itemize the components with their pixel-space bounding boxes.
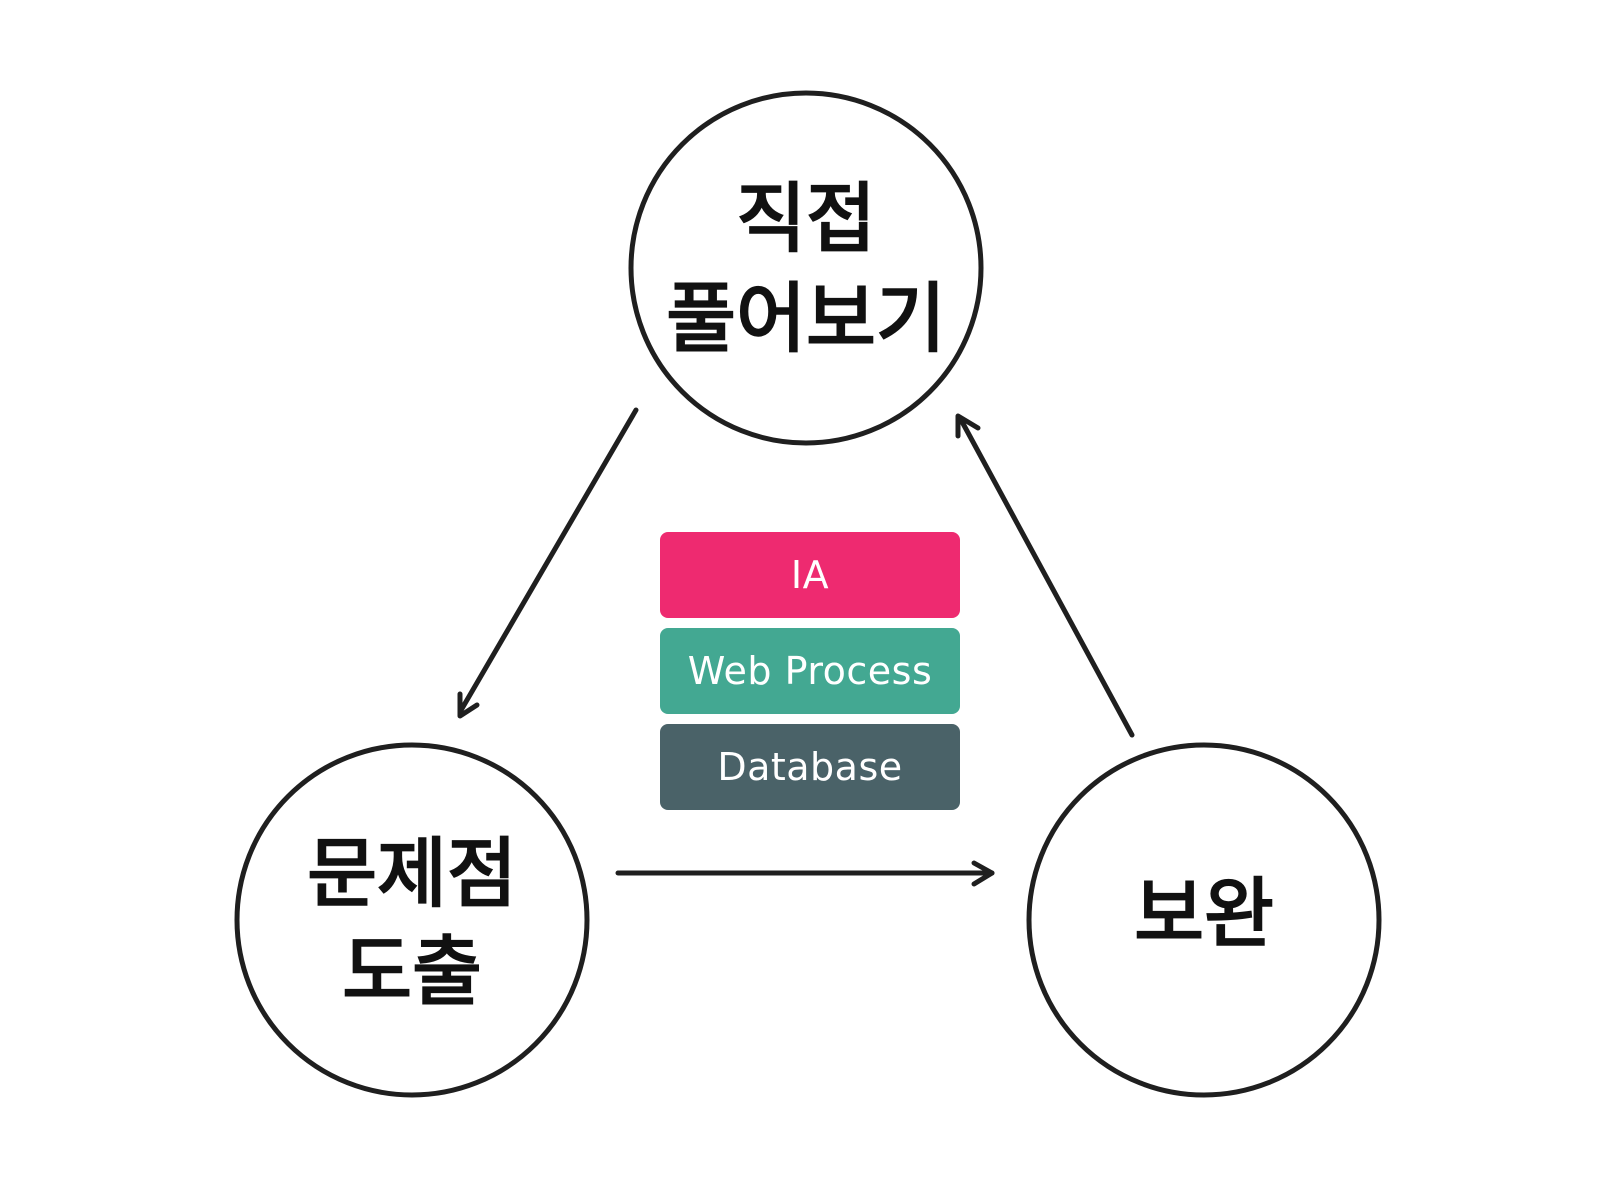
arrow-top-to-left bbox=[457, 407, 639, 719]
node-problem-finding: 문제점 도출 bbox=[234, 742, 590, 1098]
node-label-left-line1: 문제점 bbox=[307, 829, 517, 918]
arrow-right-to-top-head bbox=[955, 413, 981, 439]
arrow-top-to-left-line bbox=[457, 407, 639, 715]
node-label-right: 보완 bbox=[1134, 869, 1274, 958]
node-label-top-line1: 직접 bbox=[736, 174, 876, 263]
arrow-left-to-right-head bbox=[971, 860, 995, 887]
layer-database: Database bbox=[660, 724, 960, 810]
layer-ia-label: IA bbox=[790, 553, 830, 597]
layer-ia: IA bbox=[660, 532, 960, 618]
layer-database-label: Database bbox=[717, 745, 903, 789]
arrow-right-to-top bbox=[955, 413, 1135, 738]
arrow-right-to-top-line bbox=[957, 415, 1135, 738]
layer-web-process-label: Web Process bbox=[687, 649, 933, 693]
node-circle-right bbox=[1026, 742, 1382, 1098]
node-label-top-line2: 풀어보기 bbox=[666, 274, 946, 363]
node-circle-left bbox=[234, 742, 590, 1098]
layer-web-process: Web Process bbox=[660, 628, 960, 714]
node-label-left-line2: 도출 bbox=[342, 927, 482, 1016]
node-improve: 보완 bbox=[1026, 742, 1382, 1098]
node-direct-solve: 직접 풀어보기 bbox=[628, 90, 984, 446]
arrow-top-to-left-head bbox=[457, 691, 480, 719]
node-circle-top bbox=[628, 90, 984, 446]
arrow-left-to-right bbox=[615, 860, 995, 887]
